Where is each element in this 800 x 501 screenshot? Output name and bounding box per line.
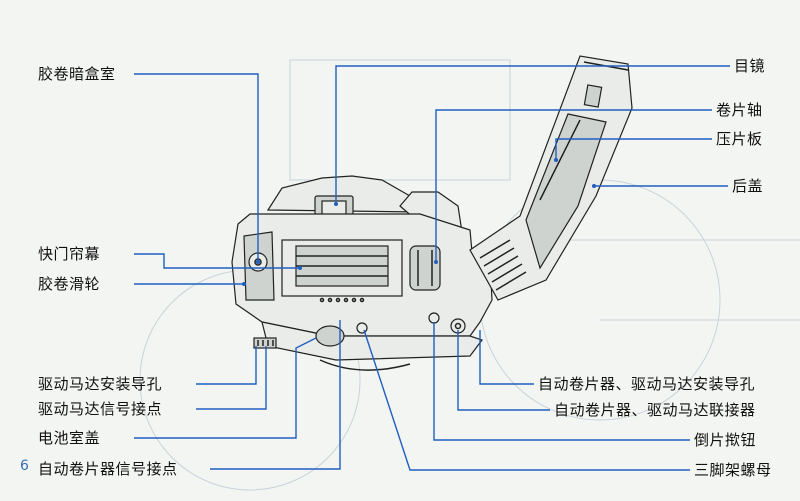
label-battery-cover: 电池室盖 — [38, 429, 101, 447]
label-take-up-spool: 卷片轴 — [716, 101, 763, 119]
label-winder-motor-guide-hole: 自动卷片器、驱动马达安装导孔 — [538, 375, 756, 393]
label-winder-signal-contacts: 自动卷片器信号接点 — [38, 460, 178, 478]
camera-body — [231, 175, 493, 371]
label-shutter-curtain: 快门帘幕 — [38, 245, 101, 263]
label-tripod-socket: 三脚架螺母 — [694, 461, 772, 479]
leader-lines-right — [334, 65, 730, 471]
label-film-cartridge-chamber: 胶卷暗盒室 — [38, 65, 116, 83]
label-rewind-button: 倒片揿钮 — [694, 431, 757, 449]
leader-lines-left — [134, 73, 341, 470]
page-number: 6 — [20, 458, 29, 474]
back-door — [469, 55, 633, 301]
label-eyepiece: 目镜 — [734, 57, 766, 75]
label-pressure-plate: 压片板 — [716, 130, 763, 148]
label-motor-drive-signal-contacts: 驱动马达信号接点 — [38, 400, 163, 418]
label-motor-drive-guide-hole: 驱动马达安装导孔 — [38, 375, 163, 393]
label-film-roller: 胶卷滑轮 — [38, 275, 101, 293]
label-winder-motor-coupler: 自动卷片器、驱动马达联接器 — [554, 401, 756, 419]
label-back-cover: 后盖 — [732, 177, 764, 195]
